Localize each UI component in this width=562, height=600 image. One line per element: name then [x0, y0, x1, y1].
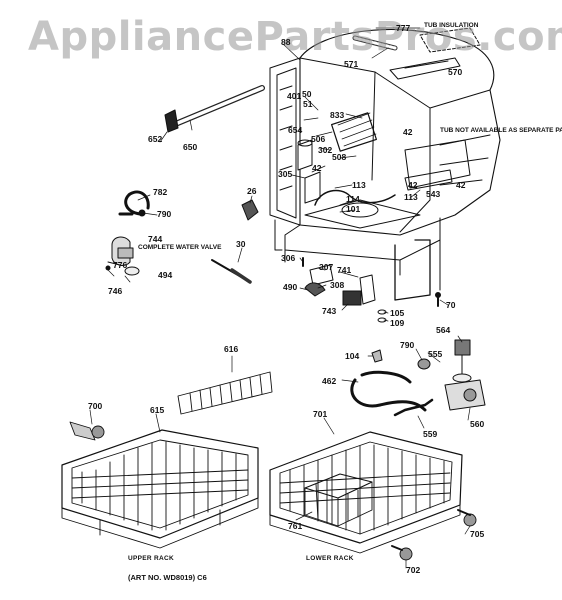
watermark-text: AppliancePartsPros.com: [28, 14, 562, 60]
callout-401: 401: [287, 91, 302, 101]
callout-302: 302: [318, 145, 333, 155]
callout-42-d: 42: [456, 180, 466, 190]
callout-50: 50: [302, 89, 312, 99]
callout-508: 508: [332, 152, 347, 162]
callout-701: 701: [313, 409, 328, 419]
callout-559: 559: [423, 429, 438, 439]
left-parts-drawing: [105, 85, 265, 284]
callout-743: 743: [322, 306, 337, 316]
callout-560: 560: [470, 419, 485, 429]
callout-42-b: 42: [403, 127, 413, 137]
leader-lines: [89, 27, 471, 569]
callout-705: 705: [470, 529, 485, 539]
callout-782: 782: [153, 187, 168, 197]
callout-42-c: 42: [408, 180, 418, 190]
upper-rack-drawing: [61, 371, 273, 549]
center-parts-drawing: [302, 257, 486, 417]
callout-615: 615: [150, 405, 165, 415]
callout-746: 746: [108, 286, 123, 296]
complete-water-valve-label: COMPLETE WATER VALVE: [138, 244, 222, 251]
callout-307: 307: [319, 262, 334, 272]
callout-308: 308: [330, 280, 345, 290]
callout-42-a: 42: [312, 163, 322, 173]
tub-insulation-label: TUB INSULATION: [424, 22, 479, 29]
callout-702: 702: [406, 565, 421, 575]
callout-744: 744: [148, 234, 163, 244]
callout-494: 494: [158, 270, 173, 280]
callout-700: 700: [88, 401, 103, 411]
tub-drawing: [269, 27, 501, 301]
callout-88: 88: [281, 37, 291, 47]
callout-114: 114: [346, 194, 360, 204]
callout-306: 306: [281, 253, 296, 263]
callout-761: 761: [288, 521, 303, 531]
callout-462: 462: [322, 376, 337, 386]
callout-506: 506: [311, 134, 326, 144]
callout-654: 654: [288, 125, 303, 135]
callout-490: 490: [283, 282, 298, 292]
callout-305: 305: [278, 169, 293, 179]
callout-571: 571: [344, 59, 359, 69]
callout-564: 564: [436, 325, 451, 335]
callout-70: 70: [446, 300, 456, 310]
callout-113-a: 113: [352, 180, 366, 190]
lower-rack-caption: LOWER RACK: [306, 555, 354, 562]
callout-776: 776: [113, 260, 128, 270]
callout-543: 543: [426, 189, 441, 199]
callout-101: 101: [346, 204, 361, 214]
callout-652: 652: [148, 134, 163, 144]
callout-104: 104: [345, 351, 360, 361]
callout-113-b: 113: [404, 192, 418, 202]
callout-833: 833: [330, 110, 345, 120]
callout-790-b: 790: [400, 340, 415, 350]
callout-26: 26: [247, 186, 257, 196]
callout-51: 51: [303, 99, 313, 109]
callout-30: 30: [236, 239, 246, 249]
callout-650: 650: [183, 142, 198, 152]
upper-rack-caption: UPPER RACK: [128, 555, 174, 562]
callout-790-a: 790: [157, 209, 172, 219]
callout-777: 777: [396, 23, 411, 33]
callout-105: 105: [390, 308, 405, 318]
callout-109: 109: [390, 318, 405, 328]
callout-555: 555: [428, 349, 443, 359]
callout-741: 741: [337, 265, 352, 275]
lower-rack-drawing: [269, 431, 477, 561]
tub-not-available-note: TUB NOT AVAILABLE AS SEPARATE PART: [440, 127, 562, 134]
callout-616: 616: [224, 344, 239, 354]
art-number: (ART NO. WD8019) C6: [128, 573, 207, 582]
callout-570: 570: [448, 67, 463, 77]
